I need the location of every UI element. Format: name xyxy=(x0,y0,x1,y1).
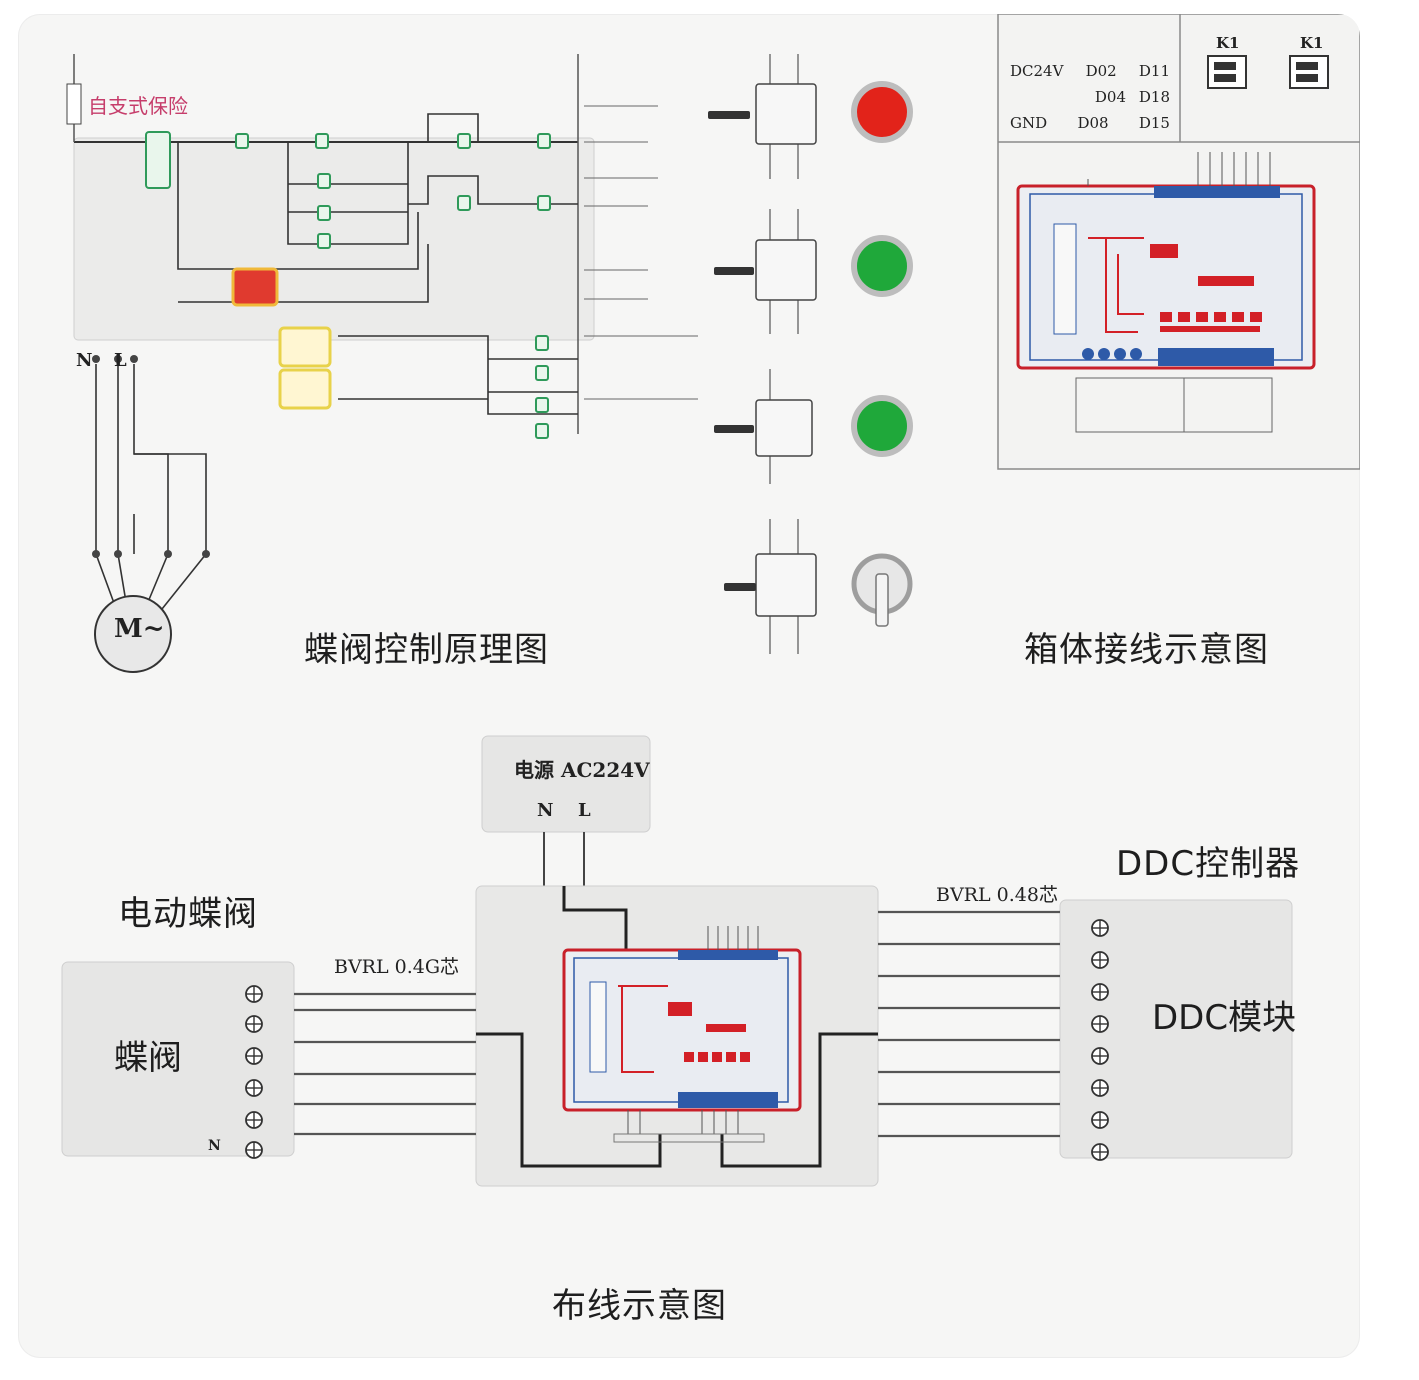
right-bus-ticks xyxy=(584,105,698,400)
diagram-canvas: 自支式保险 M~ N L DC24V D02 D11 D04 D18 GND D… xyxy=(18,14,1360,1358)
legend-c1: DC24V xyxy=(1010,62,1064,80)
valve-terminals xyxy=(245,985,263,1159)
ladder-rungs xyxy=(177,113,578,415)
cable-label-right: BVRL 0.48芯 xyxy=(936,884,1058,906)
legend-c2: D08 xyxy=(1077,114,1109,132)
valve-box-label: 蝶阀 xyxy=(114,1038,182,1078)
ddc-box xyxy=(1059,899,1293,1159)
line-label-l: L xyxy=(114,350,127,371)
relay-coil xyxy=(231,267,279,307)
ddc-box-label: DDC模块 xyxy=(1152,998,1297,1038)
fuse-holder-top xyxy=(278,326,332,368)
caption-box-wiring: 箱体接线示意图 xyxy=(1024,630,1269,670)
motor-symbol xyxy=(94,595,172,673)
internal-routing xyxy=(476,886,878,1168)
power-box xyxy=(481,735,651,833)
stop-lamp-red xyxy=(851,81,913,143)
run-lamp-green xyxy=(851,235,913,297)
left-cable-bundle xyxy=(294,992,476,1136)
terminal-markers xyxy=(145,131,551,439)
switch-head-1: K1 xyxy=(1216,34,1240,52)
panel-legend: DC24V D02 D11 D04 D18 GND D08 D15 xyxy=(1010,62,1170,140)
ddc-title: DDC控制器 xyxy=(1116,844,1301,884)
valve-box xyxy=(61,961,295,1157)
stop-button-green[interactable] xyxy=(851,395,913,457)
switch-column xyxy=(708,54,817,654)
cable-label-left: BVRL 0.4G芯 xyxy=(334,956,460,978)
power-terminal-l: L xyxy=(578,800,591,821)
power-terminal-n: N xyxy=(537,800,554,821)
node-dots xyxy=(92,355,210,558)
layout-diagram xyxy=(61,735,1293,1187)
motor-circuit xyxy=(95,364,207,615)
control-schematic xyxy=(66,14,1360,673)
valve-terminal-n: N xyxy=(208,1138,221,1154)
ddc-terminals xyxy=(1091,919,1109,1161)
fuse-label: 自支式保险 xyxy=(88,94,188,118)
legend-c1: GND xyxy=(1010,114,1048,132)
caption-principle: 蝶阀控制原理图 xyxy=(304,630,549,670)
schematic-panel xyxy=(73,137,595,341)
caption-layout: 布线示意图 xyxy=(552,1286,727,1326)
motor-label: M~ xyxy=(114,614,165,644)
legend-c3: D15 xyxy=(1138,114,1170,132)
right-cable-bundle xyxy=(878,910,1060,1138)
dip-switch-2[interactable] xyxy=(1289,55,1329,89)
power-box-title: 电源 AC224V xyxy=(514,758,650,782)
controller-board-bottom xyxy=(562,926,802,1143)
selector-knob-icon xyxy=(875,573,889,627)
dip-switch-1[interactable] xyxy=(1207,55,1247,89)
legend-c3: D18 xyxy=(1138,88,1170,106)
actuator-title: 电动蝶阀 xyxy=(118,894,258,934)
legend-c2: D04 xyxy=(1094,88,1126,106)
switch-head-2: K1 xyxy=(1300,34,1324,52)
fuse-symbol xyxy=(66,83,82,125)
line-label-n: N xyxy=(76,350,93,371)
fuse-holder-bottom xyxy=(278,368,332,410)
controller-board-top xyxy=(1016,152,1316,433)
legend-c2: D02 xyxy=(1085,62,1117,80)
legend-c3: D11 xyxy=(1138,62,1170,80)
